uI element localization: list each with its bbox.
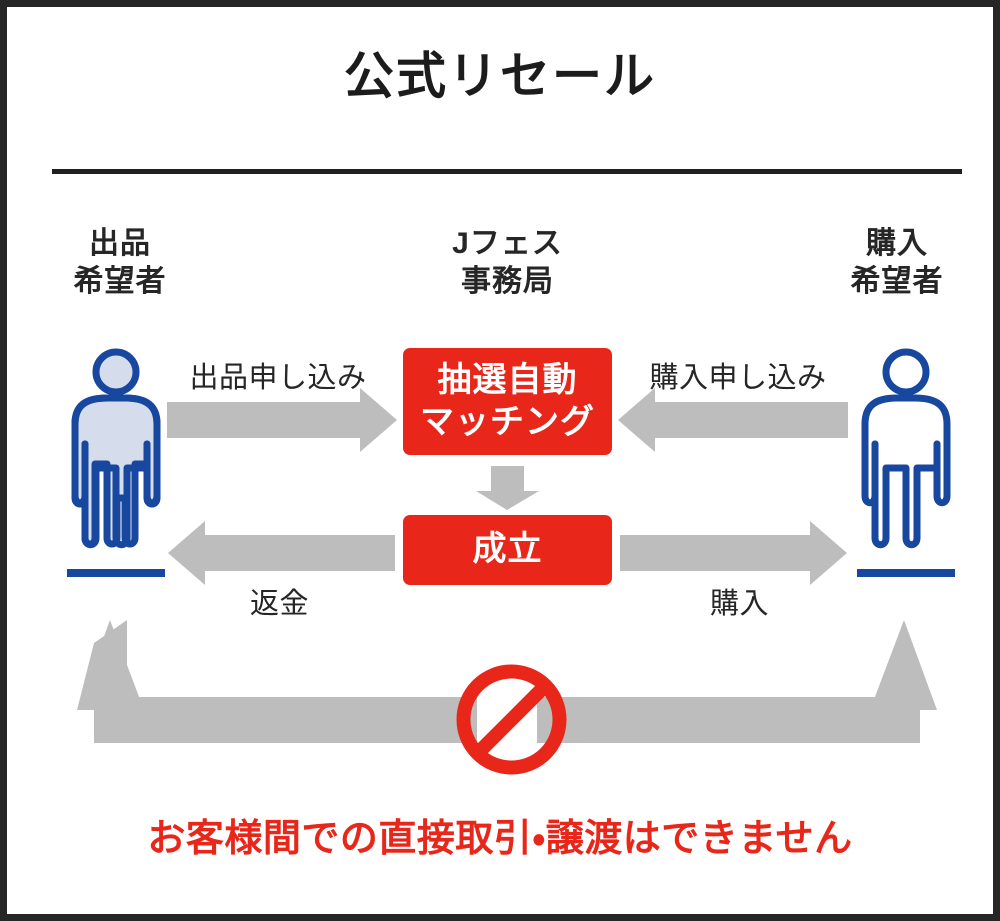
flow-label-refund: 返金 xyxy=(249,588,309,620)
arrow-matching-to-deal xyxy=(476,466,539,510)
person-icon-seller xyxy=(67,348,165,577)
column-heading-buyer: 購入 希望者 xyxy=(850,227,944,299)
arrow-purchase xyxy=(620,521,847,585)
no-entry-icon xyxy=(456,664,567,775)
arrow-purchase-application xyxy=(618,388,848,452)
arrow-direct-transfer-left xyxy=(77,620,477,743)
page-title: 公式リセール xyxy=(344,48,656,104)
flow-label-purchase: 購入 xyxy=(709,588,769,620)
flow-label-purchase-application: 購入申し込み xyxy=(649,362,827,394)
column-heading-office: Jフェス 事務局 xyxy=(452,227,563,299)
person-icon-buyer xyxy=(857,348,955,577)
column-heading-seller: 出品 希望者 xyxy=(73,227,167,299)
arrow-refund xyxy=(168,521,395,585)
node-deal-concluded: 成立 xyxy=(403,515,612,585)
prohibition-notice: お客様間での直接取引・譲渡はできません xyxy=(147,818,853,860)
arrow-listing-application xyxy=(167,388,397,452)
node-auto-matching: 抽選自動 マッチング xyxy=(403,348,612,455)
flow-label-listing-application: 出品申し込み xyxy=(189,362,367,394)
title-divider xyxy=(52,169,962,174)
arrow-direct-transfer-right xyxy=(537,620,937,743)
